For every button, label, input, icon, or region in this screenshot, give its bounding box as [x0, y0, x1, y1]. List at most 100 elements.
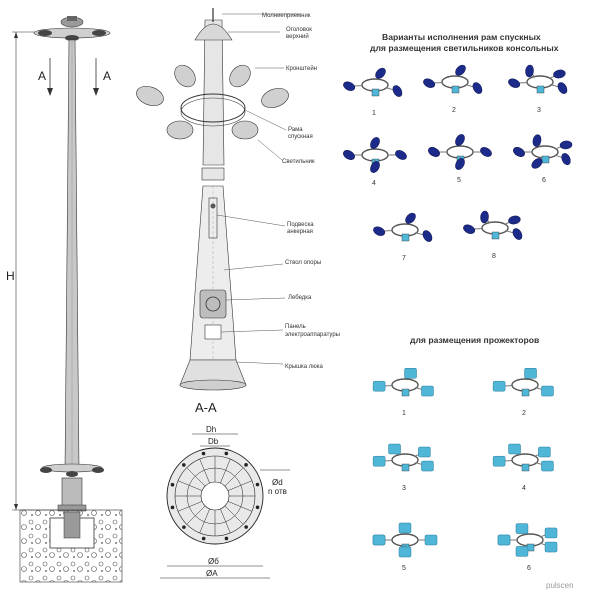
bolt-hole [182, 525, 186, 529]
section-title: A-A [195, 400, 217, 415]
projector-icon [515, 523, 529, 534]
console-variant-4: 4 [343, 137, 407, 187]
console-variant-number: 7 [402, 255, 406, 262]
console-title-line2: для размещения светильников консольных [370, 43, 559, 53]
projector-icon [515, 546, 529, 557]
console-variant-7: 7 [373, 212, 433, 262]
projector-icon [421, 385, 434, 397]
callout-lightning-rod: Молниеприемник [262, 13, 311, 19]
projector-icon [404, 368, 417, 379]
luminaire-icon [373, 226, 386, 236]
projector-variant-number: 3 [402, 485, 406, 492]
projector-variant-2: 2 [492, 368, 554, 417]
callout-bracket: Кронштейн [286, 65, 317, 72]
bolt-hole [244, 525, 248, 529]
projector-icon [492, 455, 506, 467]
luminaire-icon [455, 64, 466, 76]
section-mark-left: A [38, 69, 46, 83]
luminaire-icon [508, 215, 521, 225]
dim-b: Øб [208, 557, 219, 566]
callout-frame-line2: спускная [288, 134, 313, 140]
luminaire-icon [531, 158, 543, 169]
bolt-hole [201, 451, 206, 456]
bolt-hole [182, 463, 186, 467]
callout-frame-line1: Рама [288, 127, 303, 133]
luminaire-icon [532, 134, 542, 147]
projector-icon [544, 541, 558, 553]
luminaire-icon [370, 161, 380, 173]
console-variant-1: 1 [343, 67, 403, 117]
projector-variant-6: 6 [497, 523, 558, 572]
dim-dh: Dh [206, 425, 216, 434]
luminaire-icon [428, 147, 440, 157]
callout-luminaire: Светильник [282, 159, 315, 165]
projector-variant-4: 4 [492, 443, 554, 492]
projector-icon [418, 446, 431, 458]
callout-cap-line2: верхний [286, 33, 309, 40]
projector-icon [541, 385, 554, 397]
watermark: pulscen [546, 581, 574, 590]
projector-icon [421, 460, 434, 472]
console-title-line1: Варианты исполнения рам спускных [382, 32, 541, 42]
callout-winch: Лебедка [288, 295, 312, 301]
luminaire-icon [392, 85, 403, 97]
height-label: H [6, 269, 15, 283]
dim-d-holes-line1: Ød [272, 478, 283, 487]
bolt-hole [224, 536, 229, 541]
console-variant-number: 4 [372, 180, 376, 187]
bolt-hole [170, 505, 175, 510]
luminaire-icon [343, 150, 355, 160]
dim-db: Db [208, 437, 219, 446]
projector-icon [372, 380, 386, 392]
projector-variant-number: 1 [402, 410, 406, 417]
luminaire-icon [480, 210, 489, 224]
projector-variant-3: 3 [372, 443, 434, 492]
bolt-hole [255, 482, 260, 487]
projector-icon [398, 546, 412, 558]
bolt-hole [224, 451, 229, 456]
luminaire-icon [559, 140, 573, 150]
projector-icon [538, 446, 551, 458]
section-aa: A-A Dh Db Ød n отв Øб ØA [160, 400, 290, 579]
dim-d-holes-line2: n отв [268, 487, 287, 496]
console-variant-3: 3 [508, 64, 568, 114]
luminaire-icon [423, 78, 436, 88]
luminaire-icon [472, 82, 483, 94]
console-variant-number: 1 [372, 110, 376, 117]
luminaire-icon [508, 78, 521, 88]
projector-title: для размещения прожекторов [410, 335, 539, 345]
callout-hanger-line1: Подвеска [287, 222, 314, 228]
callout-panel-line2: электроаппаратуры [285, 332, 340, 338]
luminaire-icon [375, 67, 386, 79]
projector-icon [544, 527, 558, 539]
section-mark-right: A [103, 69, 111, 83]
projector-icon [492, 380, 506, 392]
projector-icon [497, 534, 511, 546]
projector-icon [424, 534, 438, 546]
console-variant-2: 2 [423, 64, 483, 114]
callout-leaders [216, 13, 300, 365]
callout-cap-line1: Оголовок [286, 27, 312, 33]
projector-variant-number: 4 [522, 485, 526, 492]
console-variant-number: 5 [457, 177, 461, 184]
callout-hanger-line2: анкерная [287, 229, 313, 235]
bolt-hole [201, 536, 206, 541]
pole-elevation: H A A [6, 16, 123, 583]
luminaire-icon [480, 147, 492, 157]
projector-variant-number: 6 [527, 565, 531, 572]
console-variant-number: 3 [537, 107, 541, 114]
projector-icon [508, 443, 521, 455]
luminaire-icon [557, 82, 568, 94]
console-variant-8: 8 [463, 210, 523, 260]
luminaire-icon [405, 212, 416, 224]
luminaire-icon [343, 81, 356, 91]
bolt-hole [170, 482, 175, 487]
luminaire-icon [512, 228, 523, 240]
luminaire-icon [370, 137, 380, 149]
luminaire-icon [561, 153, 571, 166]
console-variant-number: 6 [542, 177, 546, 184]
luminaire-icon [463, 224, 476, 234]
console-variant-5: 5 [428, 134, 492, 184]
